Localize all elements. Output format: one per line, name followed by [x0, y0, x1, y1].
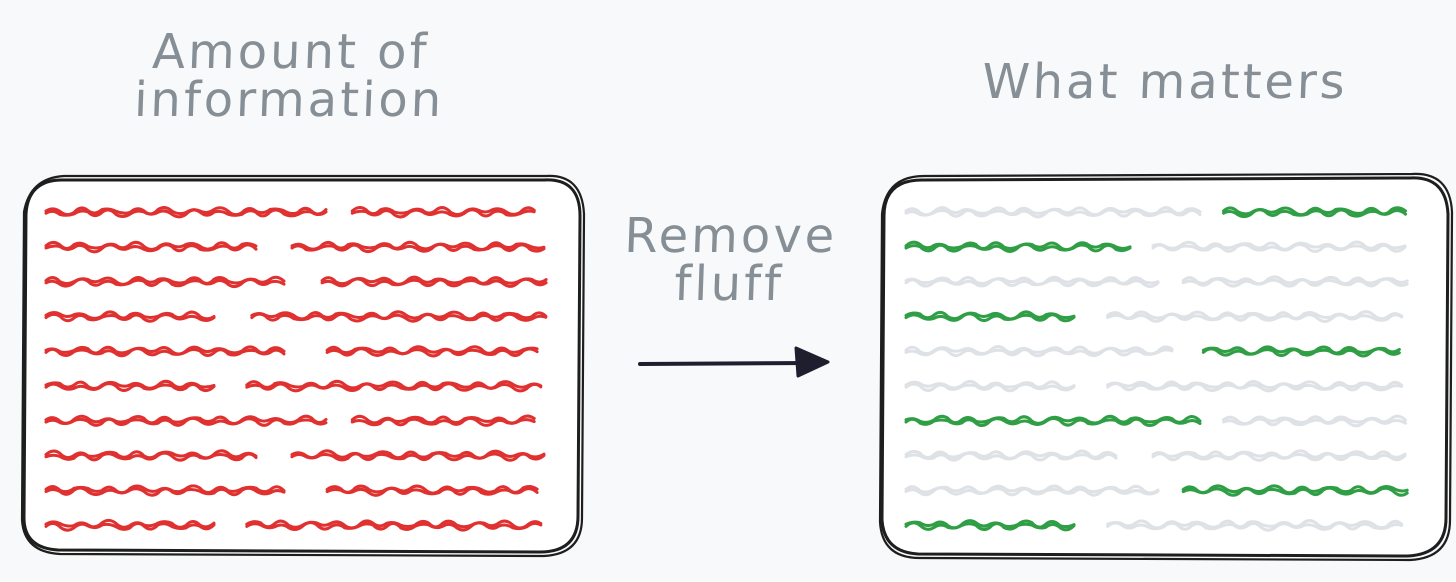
left-scribble-segment: [44, 277, 286, 289]
left-scribble-segment: [44, 347, 286, 358]
left-scribble-segment: [245, 382, 543, 393]
fluff-scribble-segment: [1151, 451, 1407, 462]
left-scribble-segment: [44, 486, 286, 497]
left-scribble-segment: [44, 518, 216, 529]
left-scribble-segment: [290, 242, 546, 254]
fluff-scribble-segment: [904, 347, 1174, 358]
left-scribble-segment: [44, 416, 328, 427]
fluff-scribble-segment: [904, 208, 1202, 219]
left-scribble-segment: [44, 521, 216, 532]
fluff-scribble-segment: [904, 379, 1076, 390]
left-scribble-segment: [44, 379, 216, 390]
left-scribble-segment: [44, 243, 258, 254]
key-scribble-segment: [1201, 347, 1401, 358]
left-scribble-segment: [320, 277, 548, 288]
left-scribble-segment: [350, 416, 536, 427]
fluff-scribble-segment: [904, 277, 1160, 288]
left-scribble-segment: [44, 345, 286, 356]
fluff-scribble-segment: [904, 345, 1174, 356]
fluff-scribble-segment: [1222, 417, 1408, 428]
fluff-scribble-segment: [1151, 242, 1407, 253]
key-scribble-segment: [1181, 486, 1409, 497]
left-scribble-segment: [44, 451, 258, 462]
left-scribble-lines: [44, 206, 548, 532]
key-scribble-segment: [904, 312, 1076, 323]
fluff-scribble-segment: [1181, 277, 1409, 288]
key-scribble-segment: [904, 521, 1076, 532]
left-scribble-segment: [350, 208, 536, 219]
left-scribble-segment: [44, 382, 216, 392]
left-scribble-segment: [44, 312, 216, 323]
left-scribble-segment: [250, 312, 548, 323]
left-box: [20, 174, 586, 558]
fluff-scribble-segment: [904, 486, 1160, 497]
right-scribble-lines: [904, 206, 1409, 532]
fluff-scribble-segment: [904, 382, 1076, 393]
left-scribble-segment: [44, 310, 216, 321]
fluff-scribble-segment: [904, 451, 1118, 462]
key-scribble-segment: [1222, 208, 1408, 219]
fluff-scribble-segment: [1106, 382, 1404, 393]
left-scribble-segment: [245, 521, 543, 532]
key-scribble-segment: [904, 310, 1076, 321]
right-box: [878, 172, 1454, 562]
fluff-scribble-segment: [1106, 312, 1404, 323]
fluff-scribble-segment: [904, 275, 1160, 286]
key-scribble-segment: [904, 242, 1132, 253]
left-scribble-segment: [290, 451, 546, 462]
key-scribble-segment: [904, 416, 1202, 427]
arrow: [638, 346, 830, 378]
fluff-scribble-segment: [1106, 521, 1404, 532]
left-scribble-segment: [325, 347, 539, 358]
left-scribble-segment: [44, 208, 328, 219]
key-scribble-segment: [904, 519, 1076, 530]
left-scribble-segment: [350, 206, 536, 216]
left-scribble-segment: [325, 486, 539, 497]
